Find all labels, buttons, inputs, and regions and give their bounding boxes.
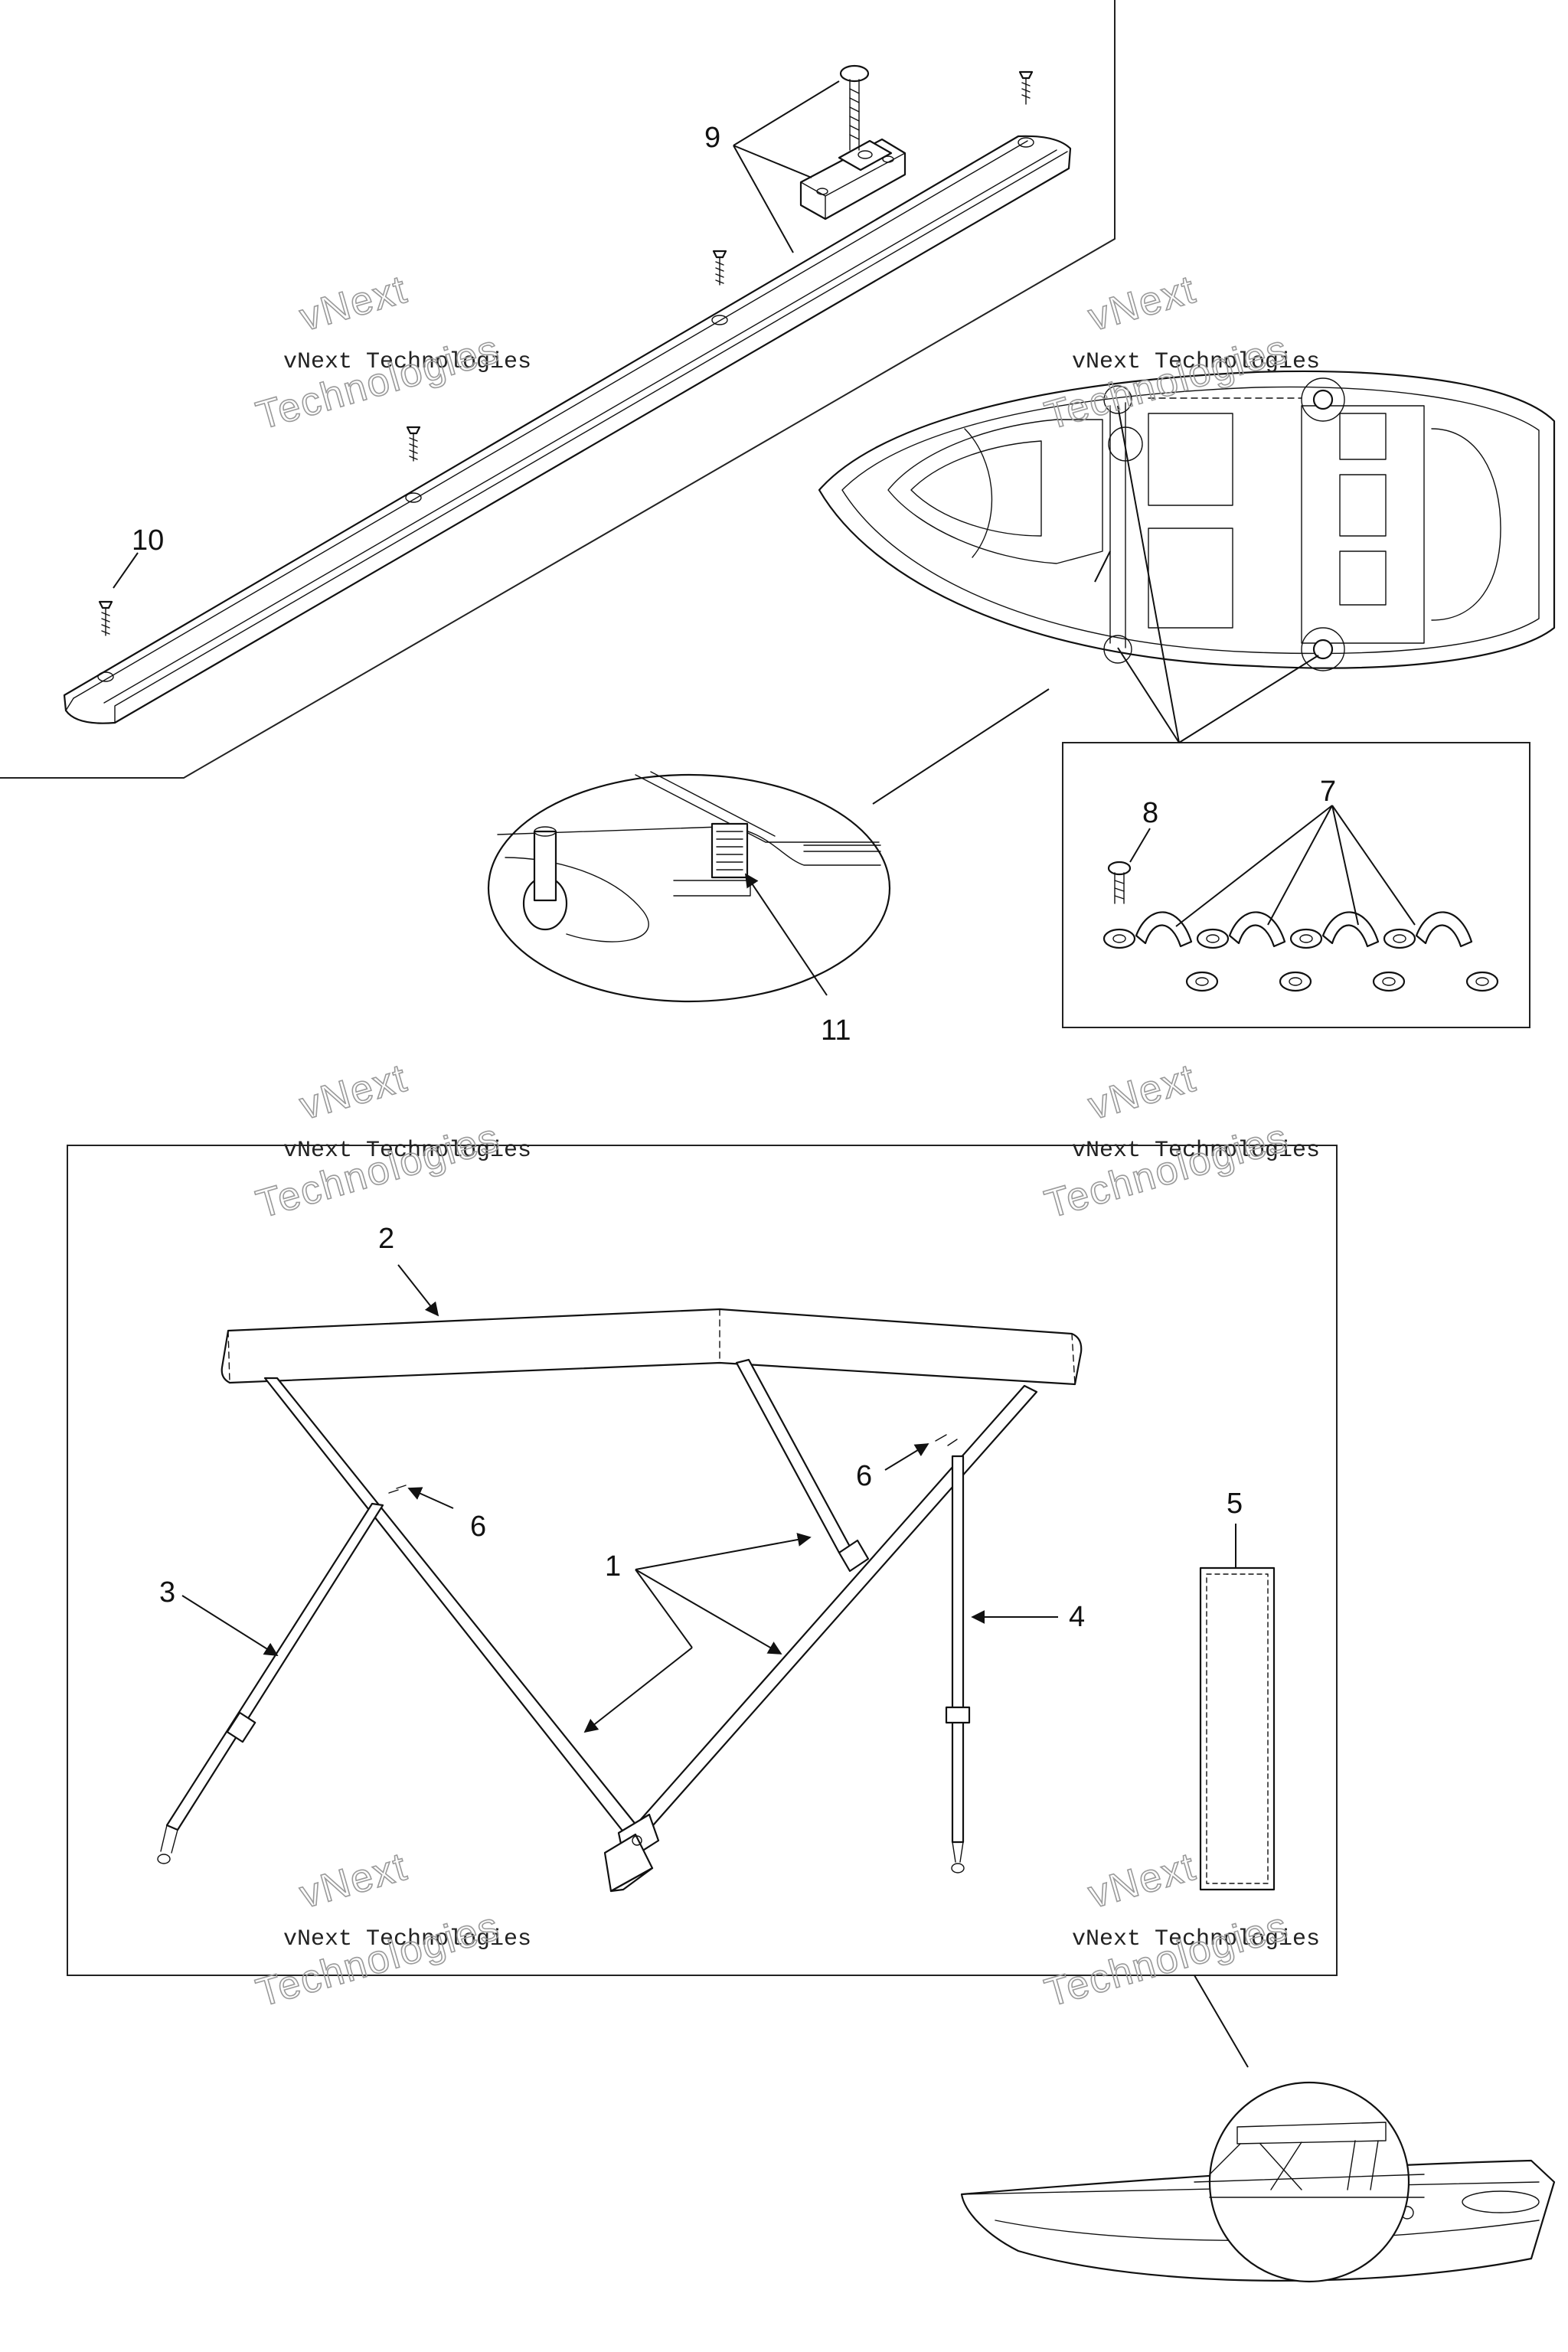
svg-text:vNext: vNext [1083, 267, 1200, 340]
svg-text:Technologies: Technologies [252, 1116, 505, 1227]
callout-6-right: 6 [856, 1460, 872, 1492]
callout-3: 3 [159, 1576, 175, 1609]
track-screw [98, 600, 113, 636]
watermark: vNext vNext Technologies Technologies [251, 266, 531, 439]
bimini-frame [263, 1358, 1038, 1893]
callout-2: 2 [378, 1223, 394, 1255]
track-panel [0, 0, 1116, 779]
callout-leaders [113, 80, 1416, 1733]
detail-circle-connector [1094, 550, 1111, 583]
boat-side-view [960, 2081, 1556, 2283]
bimini-storage-boot [1199, 1566, 1276, 1891]
svg-text:Technologies: Technologies [1040, 1116, 1294, 1227]
bimini-box [67, 1145, 1338, 1976]
track-slider-assembly [799, 64, 906, 220]
watermark: vNext vNext Technologies Technologies [1040, 1844, 1320, 2016]
callout-10: 10 [132, 524, 164, 557]
watermark: vNext vNext Technologies Technologies [1040, 1055, 1320, 1227]
eye-strap-box [1062, 742, 1530, 1028]
eye-strap-connector [1117, 647, 1180, 743]
watermark: vNext vNext Technologies Technologies [251, 1055, 531, 1227]
side-view-connector [1194, 1975, 1249, 2068]
svg-text:vNext: vNext [1083, 1056, 1200, 1129]
svg-text:Technologies: Technologies [1040, 1904, 1294, 2016]
eye-strap [1102, 911, 1219, 992]
svg-text:vNext: vNext [295, 267, 412, 340]
bimini-canvas [220, 1308, 1083, 1386]
svg-text:Technologies: Technologies [252, 327, 505, 439]
svg-text:vNext Technologies: vNext Technologies [1072, 1138, 1320, 1164]
svg-text:vNext Technologies: vNext Technologies [283, 1926, 531, 1952]
bimini-track-rail [63, 135, 1072, 724]
svg-text:vNext: vNext [295, 1844, 412, 1917]
detail-circle-connector [872, 688, 1050, 805]
eye-strap-screw [1107, 861, 1132, 904]
track-screw [712, 250, 727, 286]
track-detail-circle [487, 771, 891, 1003]
eye-strap [1289, 911, 1406, 992]
boat-top-view [818, 370, 1556, 671]
svg-text:vNext Technologies: vNext Technologies [283, 1138, 531, 1164]
svg-text:Technologies: Technologies [252, 1904, 505, 2016]
callout-6-left: 6 [470, 1511, 486, 1543]
svg-text:vNext Technologies: vNext Technologies [1072, 349, 1320, 375]
track-panel-border [0, 0, 1116, 779]
eye-strap-connector [1117, 405, 1180, 743]
bimini-strap-front [157, 1485, 407, 1864]
callout-9: 9 [704, 122, 720, 154]
eye-strap-connector [1178, 655, 1319, 743]
callout-4: 4 [1069, 1601, 1085, 1633]
bimini-top [157, 1308, 1276, 1893]
watermark: vNext vNext Technologies Technologies [251, 1844, 531, 2016]
svg-text:vNext: vNext [295, 1056, 412, 1129]
track-screw [406, 426, 421, 462]
bimini-strap-rear [935, 1434, 971, 1873]
callout-7: 7 [1320, 776, 1336, 808]
svg-text:vNext Technologies: vNext Technologies [1072, 1926, 1320, 1952]
svg-text:vNext: vNext [1083, 1844, 1200, 1917]
callout-5: 5 [1227, 1488, 1243, 1520]
svg-text:vNext Technologies: vNext Technologies [283, 349, 531, 375]
track-screw [1018, 70, 1034, 105]
callout-1: 1 [605, 1550, 621, 1583]
eye-strap [1383, 911, 1499, 992]
callout-8: 8 [1142, 797, 1158, 829]
callout-11: 11 [821, 1014, 851, 1047]
